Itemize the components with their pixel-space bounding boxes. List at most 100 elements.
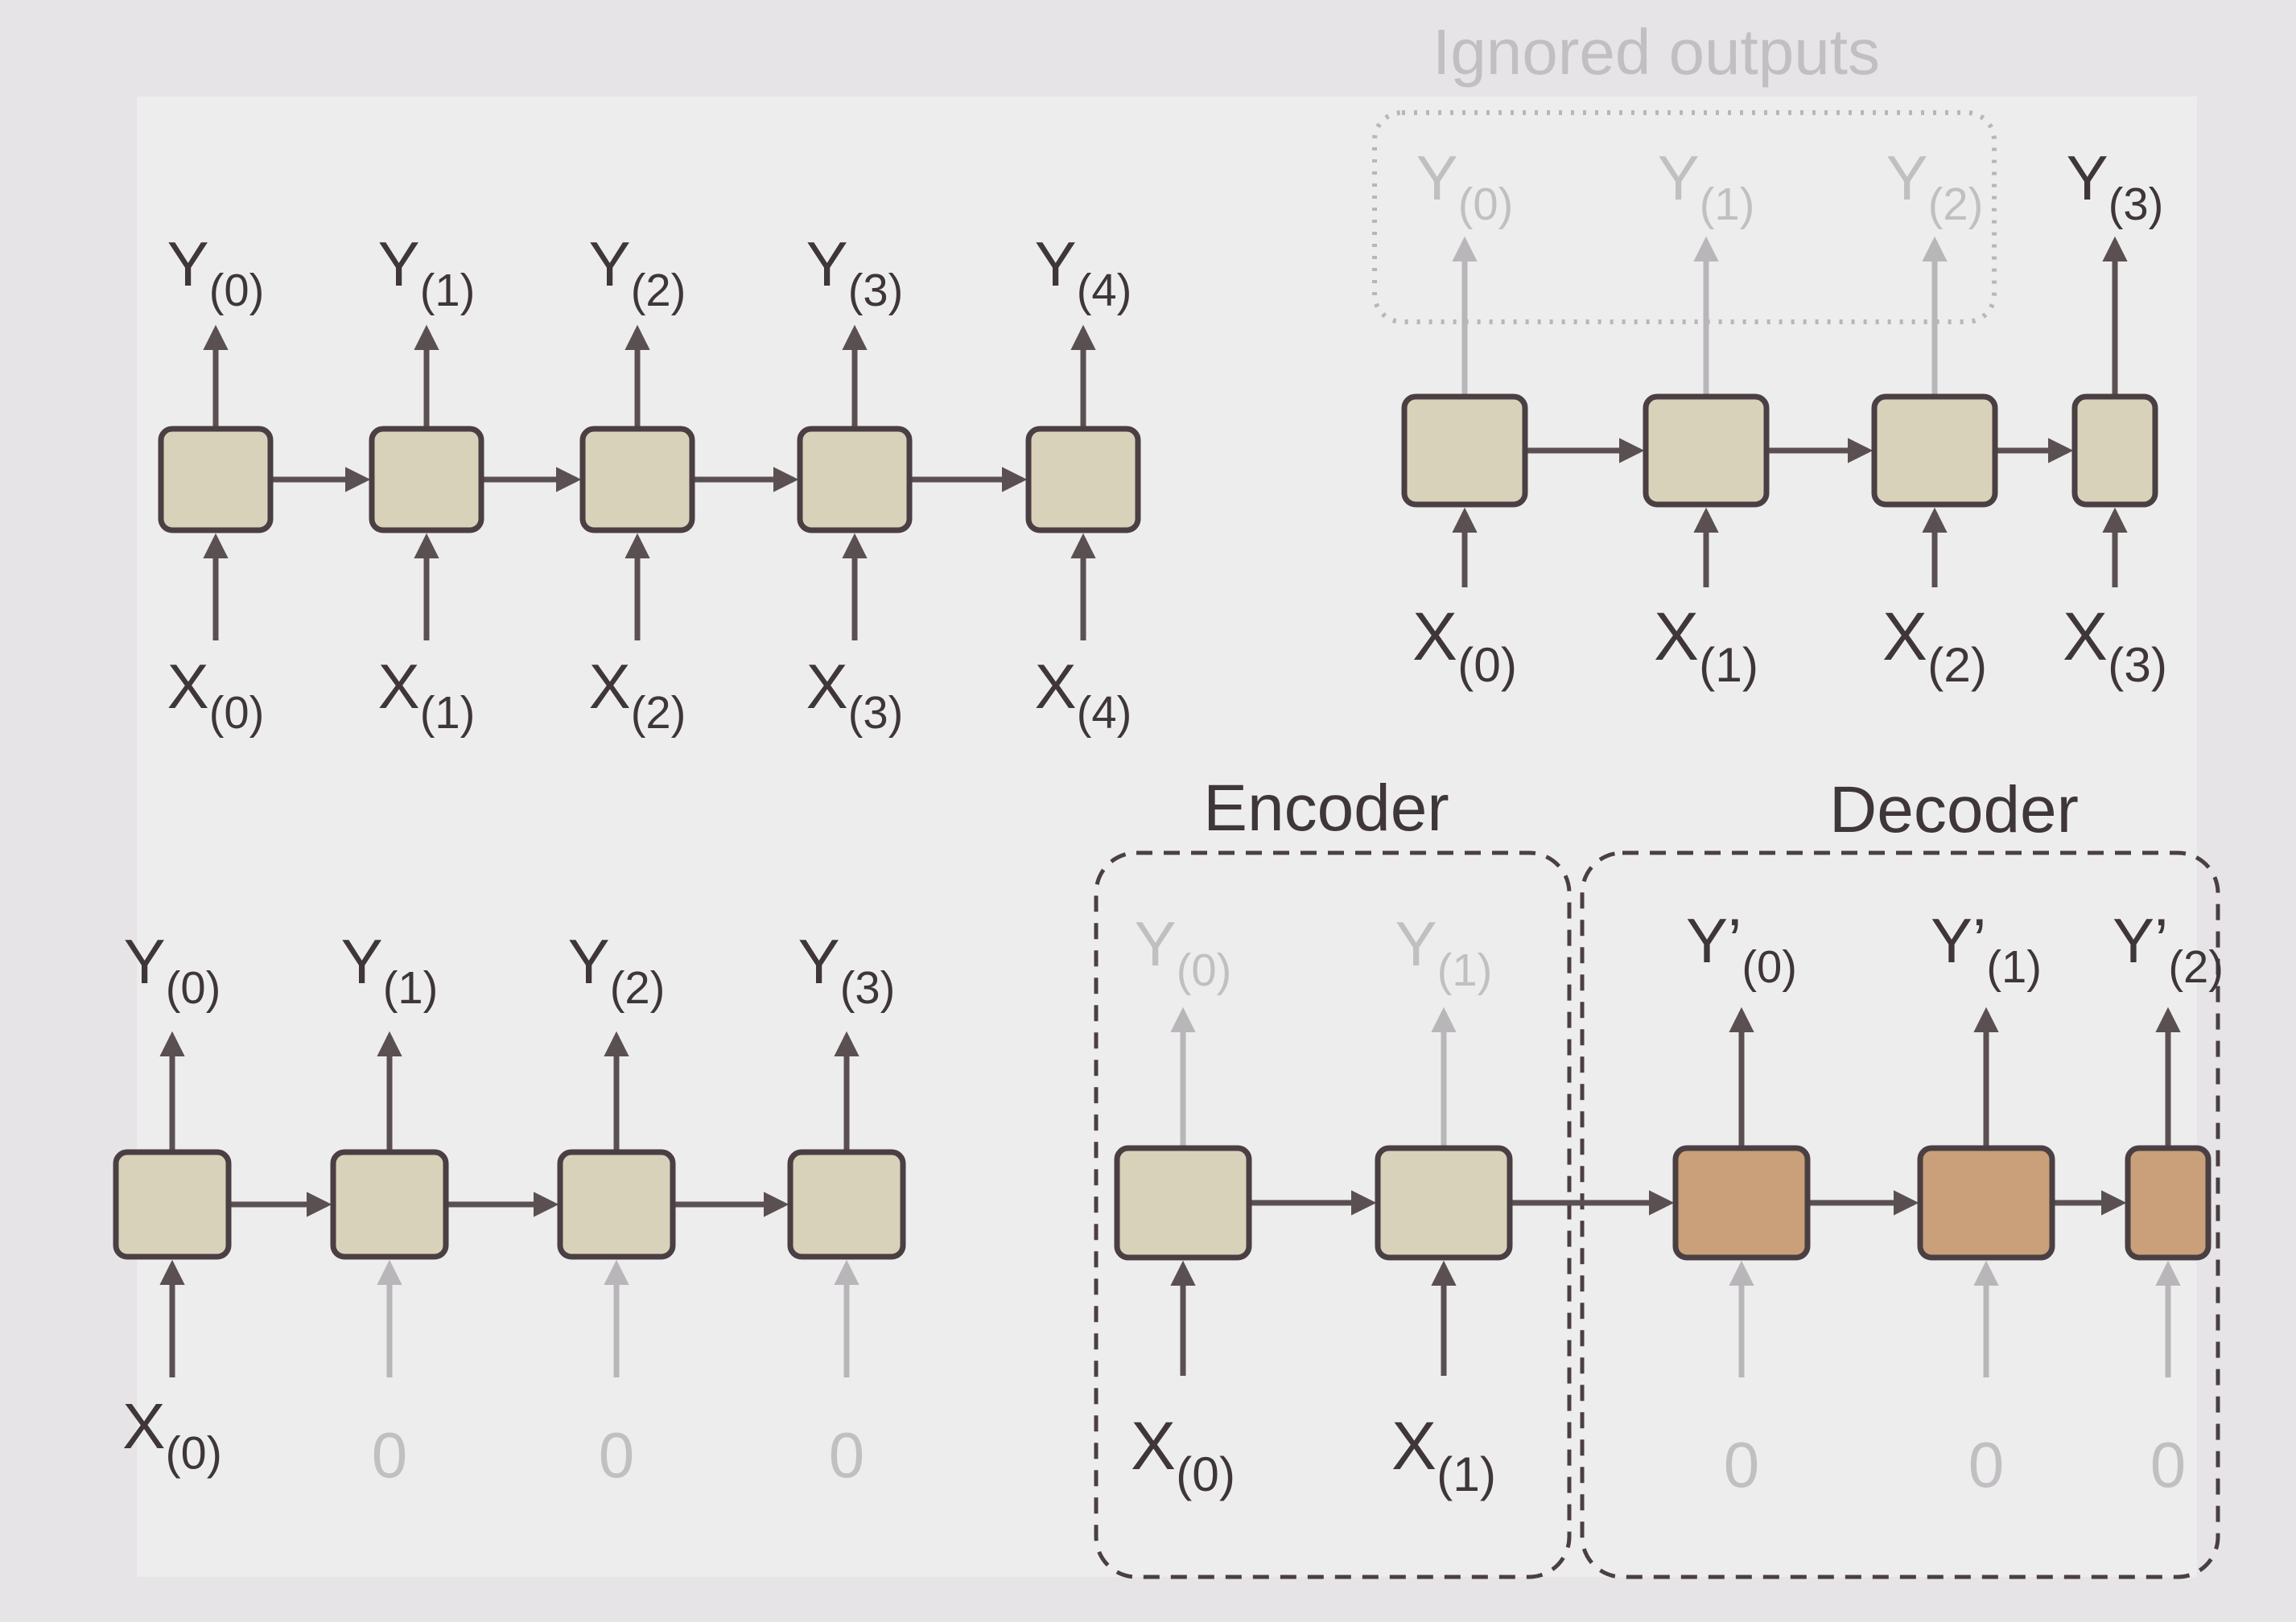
arrows-layer (159, 236, 2181, 1377)
seq2seq-output-label-2-base: Y (589, 228, 631, 299)
decoder-output-label-2-subscript: (2) (2168, 941, 2224, 992)
cells-layer (113, 393, 2211, 1261)
ignored-outputs-box (1372, 110, 1997, 324)
vec2seq-input-label-0-base: X (122, 1390, 165, 1462)
seq2vec-output-label-3-base: Y (2067, 142, 2108, 213)
seq2seq-output-label-4-base: Y (1035, 228, 1077, 299)
seq2vec-input-label-2-subscript: (2) (1927, 637, 1987, 692)
vec2seq-output-label-3: Y(3) (798, 926, 896, 1013)
decoder-output-label-1: Y’(1) (1931, 905, 2042, 992)
seq2seq-input-label-4-base: X (1035, 651, 1077, 722)
seq2vec-output-label-1-base: Y (1658, 142, 1700, 213)
vec2seq-cell-0 (113, 1149, 232, 1260)
seq2vec-output-label-0-subscript: (0) (1458, 179, 1514, 229)
vec2seq-input-label-3: 0 (829, 1419, 865, 1491)
vec2seq-output-label-0-base: Y (124, 926, 166, 997)
decoder-input-label-2-base: 0 (2150, 1429, 2187, 1501)
vec2seq-output-label-0-subscript: (0) (166, 962, 221, 1013)
seq2seq-output-label-0-subscript: (0) (209, 265, 265, 315)
seq2seq-cell-2 (579, 426, 695, 533)
decoder-output-label-0-subscript: (0) (1742, 941, 1797, 992)
seq2seq-input-label-0: X(0) (167, 651, 265, 738)
decoder-box (1580, 850, 2220, 1579)
seq2vec-input-label-1-subscript: (1) (1699, 637, 1758, 692)
seq2seq-output-label-2-subscript: (2) (631, 265, 686, 315)
encoder-box (1094, 850, 1572, 1579)
seq2seq-output-label-1: Y(1) (378, 228, 476, 315)
seq2vec-input-label-0-base: X (1412, 599, 1457, 674)
vec2seq-output-label-0: Y(0) (124, 926, 221, 1013)
figure-panel (137, 97, 2197, 1577)
vec2seq-input-label-0: X(0) (122, 1390, 222, 1480)
seq2vec-input-label-3: X(3) (2063, 599, 2167, 692)
vec2seq-input-label-1-base: 0 (372, 1419, 408, 1491)
vec2seq-cell-2 (557, 1149, 676, 1260)
seq2seq-cell-4 (1025, 426, 1141, 533)
seq2vec-input-label-2-base: X (1882, 599, 1927, 674)
seq2vec-input-label-1: X(1) (1654, 599, 1758, 692)
seq2vec-cell-1 (1643, 393, 1770, 508)
encoder-output-label-0: Y(0) (1135, 908, 1232, 995)
vec2seq-input-label-3-base: 0 (829, 1419, 865, 1491)
decoder-label: Decoder (1829, 773, 2079, 846)
seq2seq-output-label-0-base: Y (167, 228, 209, 299)
encoder-output-label-0-subscript: (0) (1177, 945, 1232, 995)
seq2vec-input-label-2: X(2) (1882, 599, 1987, 692)
seq2vec-input-label-3-base: X (2063, 599, 2108, 674)
seq2seq-cell-1 (369, 426, 484, 533)
seq2seq-input-label-4-subscript: (4) (1077, 687, 1132, 738)
seq2seq-input-label-2-subscript: (2) (631, 687, 686, 738)
seq2seq-output-label-3: Y(3) (806, 228, 904, 315)
decoder-cell-1 (1917, 1145, 2055, 1261)
encoder-output-label-1-base: Y (1395, 908, 1437, 979)
decoder-output-label-0: Y’(0) (1686, 905, 1797, 992)
decoder-cell-0 (1672, 1145, 1811, 1261)
vec2seq-output-label-2-subscript: (2) (610, 962, 666, 1013)
group-boxes (1094, 110, 2220, 1579)
encoder-output-label-1-subscript: (1) (1437, 945, 1493, 995)
seq2seq-input-label-3-base: X (806, 651, 848, 722)
seq2seq-input-label-2: X(2) (589, 651, 686, 738)
decoder-input-label-0: 0 (1724, 1429, 1760, 1501)
vec2seq-cell-3 (787, 1149, 906, 1260)
seq2vec-cell-0 (1401, 393, 1528, 508)
seq2seq-output-label-3-base: Y (806, 228, 848, 299)
encoder-input-label-1-subscript: (1) (1437, 1447, 1496, 1501)
seq2seq-cell-0 (158, 426, 274, 533)
labels-layer: X(0)Y(0)X(1)Y(1)X(2)Y(2)X(3)Y(3)X(4)Y(4)… (122, 16, 2224, 1501)
seq2vec-cell-3 (2071, 393, 2158, 508)
seq2seq-output-label-1-base: Y (378, 228, 420, 299)
seq2vec-cell-2 (1871, 393, 1998, 508)
decoder-cell-2 (2125, 1145, 2211, 1261)
seq2seq-output-label-0: Y(0) (167, 228, 265, 315)
decoder-input-label-1-base: 0 (1968, 1429, 2005, 1501)
decoder-output-label-2: Y’(2) (2113, 905, 2224, 992)
vec2seq-input-label-2: 0 (599, 1419, 635, 1491)
seq2seq-input-label-3: X(3) (806, 651, 904, 738)
encoder-input-label-1-base: X (1391, 1408, 1437, 1484)
seq2vec-input-label-0: X(0) (1412, 599, 1517, 692)
seq2vec-output-label-1: Y(1) (1658, 142, 1755, 229)
encoder-input-label-0: X(0) (1131, 1408, 1235, 1501)
encoder-input-label-1: X(1) (1391, 1408, 1496, 1501)
vec2seq-output-label-2: Y(2) (568, 926, 666, 1013)
seq2seq-output-label-1-subscript: (1) (420, 265, 476, 315)
vec2seq-output-label-3-subscript: (3) (840, 962, 896, 1013)
seq2vec-output-label-3-subscript: (3) (2108, 179, 2164, 229)
vec2seq-output-label-1: Y(1) (341, 926, 439, 1013)
seq2seq-input-label-1: X(1) (378, 651, 476, 738)
seq2vec-output-label-0: Y(0) (1416, 142, 1514, 229)
seq2seq-input-label-3-subscript: (3) (848, 687, 904, 738)
encoder-output-label-0-base: Y (1135, 908, 1177, 979)
seq2seq-output-label-3-subscript: (3) (848, 265, 904, 315)
seq2vec-output-label-2-base: Y (1886, 142, 1928, 213)
encoder-output-label-1: Y(1) (1395, 908, 1493, 995)
seq2vec-output-label-0-base: Y (1416, 142, 1458, 213)
seq2seq-input-label-2-base: X (589, 651, 631, 722)
encoder-cell-0 (1114, 1145, 1252, 1261)
seq2seq-cell-3 (797, 426, 913, 533)
seq2vec-output-label-2: Y(2) (1886, 142, 1984, 229)
decoder-output-label-0-base: Y’ (1686, 905, 1742, 976)
vec2seq-output-label-3-base: Y (798, 926, 840, 997)
